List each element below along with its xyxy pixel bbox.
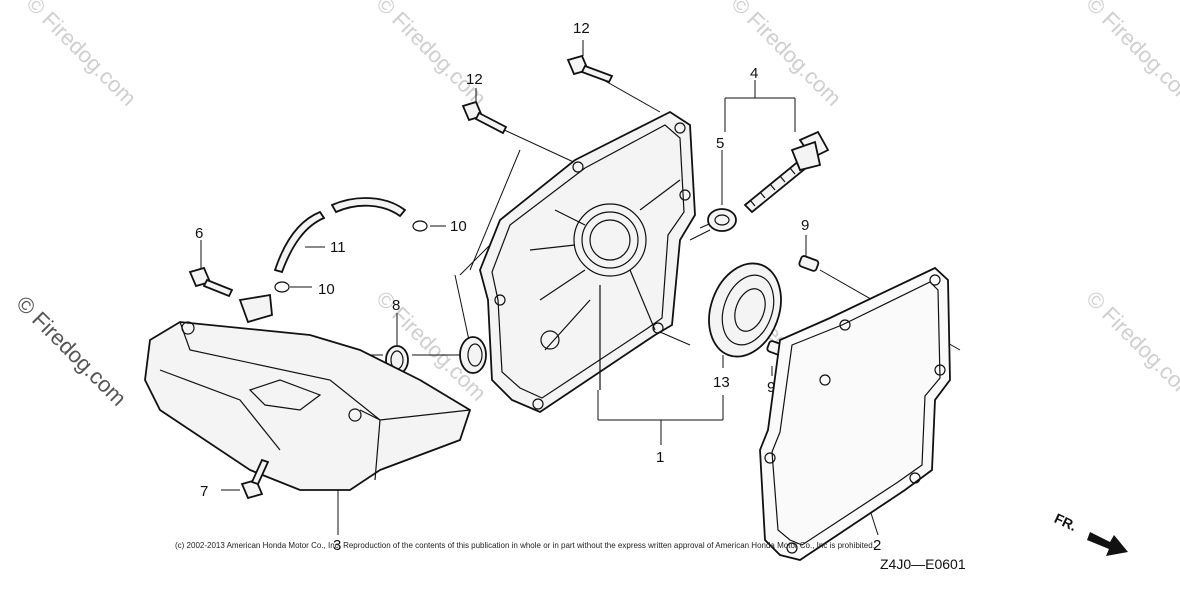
watermark-2: © Firedog.com	[371, 0, 491, 111]
callout-5: 5	[716, 135, 724, 152]
gasket-2	[759, 266, 951, 561]
callout-7: 7	[200, 483, 208, 500]
watermark-5: © Firedog.com	[11, 291, 131, 411]
oil-seal-8	[385, 336, 487, 375]
callout-3: 3	[333, 537, 341, 554]
callout-6: 6	[195, 225, 203, 242]
crankcase-cover	[479, 110, 696, 414]
callout-13: 13	[713, 374, 730, 391]
copyright-notice: (c) 2002-2013 American Honda Motor Co., …	[175, 541, 875, 550]
tank-3	[144, 293, 472, 491]
bolt-6	[188, 266, 234, 298]
bolt-7	[240, 458, 270, 500]
callout-9b: 9	[767, 379, 775, 396]
callout-1: 1	[656, 449, 664, 466]
diagram-code: Z4J0—E0601	[880, 556, 966, 572]
bolt-12b	[461, 100, 508, 135]
dipstick-assembly	[707, 130, 830, 232]
callout-4: 4	[750, 65, 758, 82]
clamps-10	[274, 220, 428, 293]
watermark-3: © Firedog.com	[726, 0, 846, 111]
callout-11: 11	[330, 239, 346, 256]
callout-10a: 10	[450, 218, 467, 235]
leader-lines	[200, 40, 961, 536]
callout-8: 8	[392, 297, 400, 314]
bolt-12a	[566, 54, 614, 84]
watermark-4: © Firedog.com	[1081, 0, 1180, 111]
breather-tube-11	[273, 197, 407, 274]
bearing-13	[708, 262, 782, 358]
front-label: FR.	[1052, 510, 1079, 534]
callout-9a: 9	[801, 217, 809, 234]
front-direction-indicator: FR.	[1052, 510, 1128, 556]
callout-labels: 1 1 2 3 4 5 6 7 8 9 9 10 10 11 12 12 13	[195, 20, 881, 554]
front-arrow-icon	[1087, 532, 1128, 556]
watermark-8: © Firedog.com	[1081, 286, 1180, 406]
callout-2: 2	[873, 537, 881, 554]
callout-10b: 10	[318, 281, 335, 298]
bolts	[188, 54, 614, 500]
callout-12-top: 12	[573, 20, 590, 37]
watermark-1: © Firedog.com	[21, 0, 141, 111]
callout-12-second: 12	[466, 71, 483, 88]
